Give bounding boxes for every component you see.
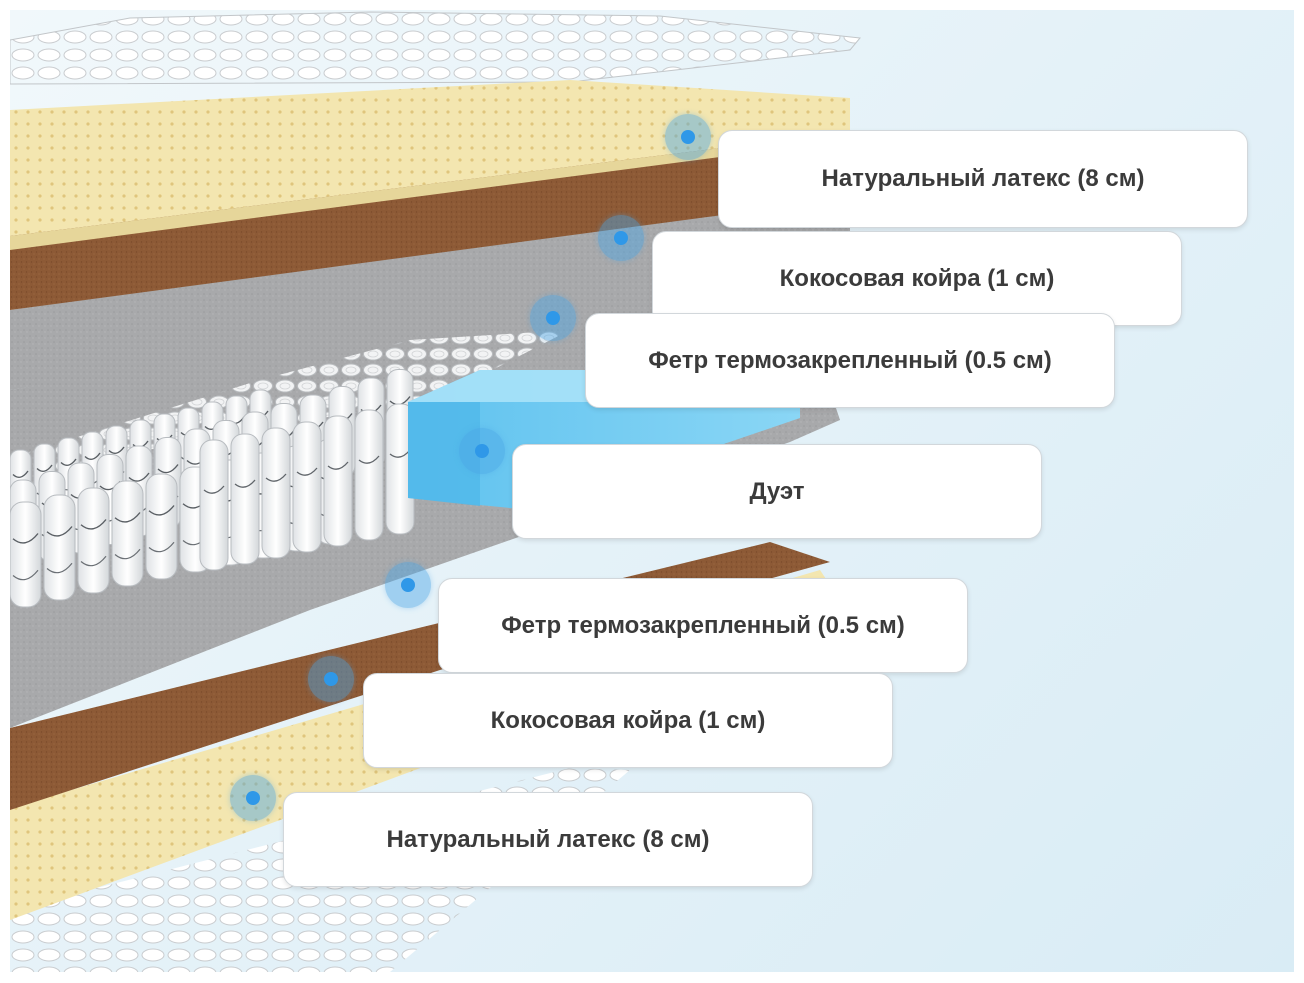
- spring-block: [10, 330, 570, 608]
- spring-pocket: [145, 473, 178, 580]
- label-coir-top[interactable]: Кокосовая койра (1 см): [652, 231, 1182, 326]
- spring-pocket: [354, 409, 384, 541]
- spring-coil-line: [114, 548, 141, 560]
- spring-coil-line: [46, 526, 73, 537]
- hotspot-marker-latex-top[interactable]: [665, 114, 711, 160]
- spring-coil-line: [12, 470, 29, 478]
- spring-pocket: [199, 439, 229, 571]
- label-felt-top[interactable]: Фетр термозакрепленный (0.5 см): [585, 313, 1115, 408]
- spring-coil-line: [148, 541, 175, 553]
- hotspot-marker-felt-top[interactable]: [530, 295, 576, 341]
- spring-pocket: [323, 415, 353, 547]
- label-felt-bottom[interactable]: Фетр термозакрепленный (0.5 см): [438, 578, 968, 673]
- label-text: Дуэт: [749, 477, 805, 505]
- spring-pocket: [230, 433, 260, 565]
- spring-pocket: [111, 480, 144, 587]
- label-spring-block[interactable]: Дуэт: [512, 444, 1042, 539]
- mattress-diagram: Натуральный латекс (8 см) Кокосовая койр…: [10, 10, 1294, 972]
- label-latex-bottom[interactable]: Натуральный латекс (8 см): [283, 792, 813, 887]
- spring-pocket: [292, 421, 322, 553]
- marker-dot-icon: [614, 231, 628, 245]
- spring-coil-line: [327, 461, 349, 470]
- spring-coil-line: [12, 569, 39, 581]
- label-text: Натуральный латекс (8 см): [821, 165, 1145, 192]
- label-text: Натуральный латекс (8 см): [386, 825, 710, 853]
- marker-dot-icon: [475, 444, 489, 458]
- spring-pocket: [261, 427, 291, 559]
- spring-coil-line: [296, 467, 318, 476]
- spring-coil-line: [46, 562, 73, 574]
- coir-layer-top: [10, 122, 850, 310]
- felt-layer-top: [10, 192, 850, 390]
- spring-coil-line: [36, 464, 53, 472]
- hotspot-marker-latex-bottom[interactable]: [230, 775, 276, 821]
- spring-coil-line: [84, 452, 101, 460]
- spring-coil-line: [234, 479, 256, 488]
- marker-dot-icon: [401, 578, 415, 592]
- spring-coil-line: [114, 512, 141, 523]
- spring-coil-line: [108, 446, 125, 454]
- hotspot-marker-spring-block[interactable]: [459, 428, 505, 474]
- top-cover: [10, 11, 861, 85]
- label-text: Фетр термозакрепленный (0.5 см): [648, 346, 1052, 374]
- label-coir-bottom[interactable]: Кокосовая койра (1 см): [363, 673, 893, 768]
- spring-coil-line: [128, 472, 150, 482]
- spring-pocket: [43, 494, 76, 601]
- spring-coil-line: [80, 555, 107, 567]
- spring-coil-line: [12, 533, 39, 544]
- hotspot-marker-coir-top[interactable]: [598, 215, 644, 261]
- spring-coil-line: [80, 519, 107, 530]
- spring-coil-line: [358, 455, 380, 464]
- spring-coil-line: [60, 458, 77, 466]
- spring-pocket: [77, 487, 110, 594]
- marker-dot-icon: [246, 791, 260, 805]
- spring-coil-line: [203, 485, 225, 494]
- label-text: Фетр термозакрепленный (0.5 см): [501, 611, 905, 639]
- marker-dot-icon: [546, 311, 560, 325]
- label-latex-top[interactable]: Натуральный латекс (8 см): [718, 130, 1248, 228]
- spring-coil-line: [265, 473, 287, 482]
- label-text: Кокосовая койра (1 см): [490, 706, 766, 734]
- latex-layer-top: [10, 80, 850, 250]
- spring-pocket: [10, 501, 42, 608]
- marker-dot-icon: [324, 672, 338, 686]
- marker-dot-icon: [681, 130, 695, 144]
- hotspot-marker-felt-bottom[interactable]: [385, 562, 431, 608]
- hotspot-marker-coir-bottom[interactable]: [308, 656, 354, 702]
- label-text: Кокосовая койра (1 см): [779, 264, 1055, 292]
- spring-coil-line: [148, 505, 175, 516]
- spring-coil-line: [157, 464, 179, 474]
